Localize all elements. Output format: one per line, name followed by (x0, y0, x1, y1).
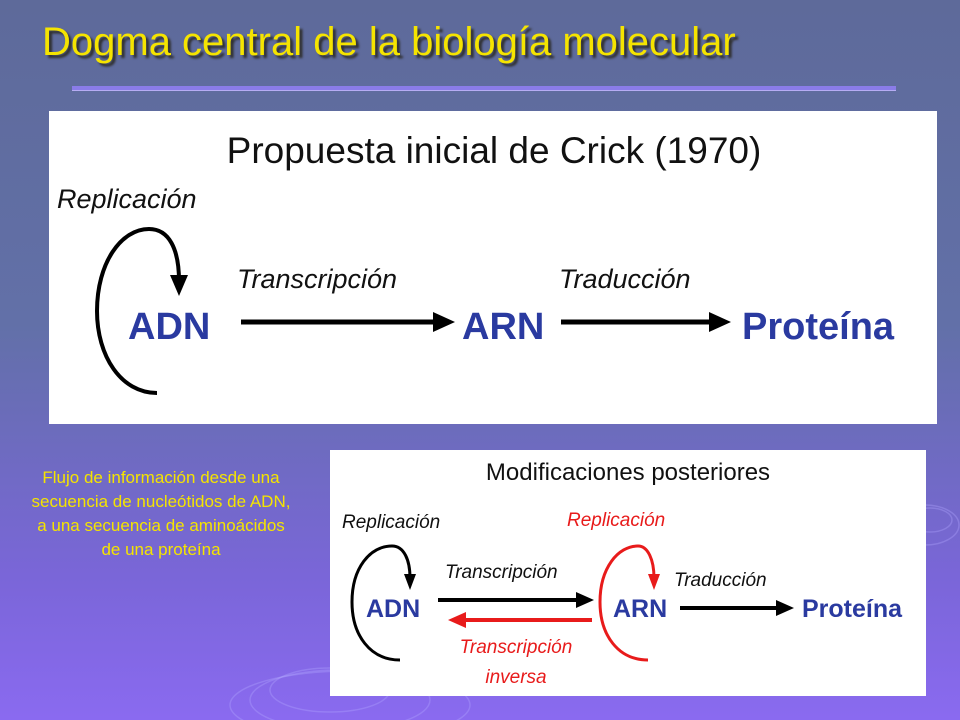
transcription-arrowhead (576, 592, 594, 608)
replication-label: Replicación (57, 184, 197, 214)
translation-arrowhead (776, 600, 794, 616)
rna-replication-loop (598, 544, 656, 662)
transcription-label: Transcripción (445, 562, 558, 583)
title-divider (72, 86, 896, 91)
translation-label: Traducción (674, 570, 767, 591)
rna-label: ARN (462, 306, 544, 348)
rna-replication-label: Replicación (567, 510, 665, 531)
dna-label: ADN (366, 595, 420, 623)
protein-label: Proteína (742, 306, 895, 348)
protein-label: Proteína (802, 595, 903, 623)
transcription-label: Transcripción (237, 264, 397, 294)
later-modifications-diagram: Modificaciones posteriores Replicación R… (330, 450, 926, 696)
caption-text: Flujo de información desde una secuencia… (31, 468, 291, 559)
dna-replication-loop (350, 544, 412, 662)
rna-label: ARN (613, 595, 667, 623)
rna-replication-arrowhead (648, 574, 660, 590)
dna-replication-arrowhead (404, 574, 416, 590)
reverse-transcription-label: Transcripción (460, 637, 573, 658)
dna-label: ADN (128, 306, 210, 348)
translation-arrowhead (709, 312, 731, 332)
transcription-arrowhead (433, 312, 455, 332)
page-title: Dogma central de la biología molecular (42, 20, 736, 64)
crick-original-diagram: Propuesta inicial de Crick (1970) Replic… (49, 111, 937, 424)
dna-replication-label: Replicación (342, 512, 440, 533)
reverse-transcription-label-line2: inversa (485, 667, 546, 688)
replication-loop (94, 226, 181, 395)
reverse-transcription-arrowhead (448, 612, 466, 628)
translation-label: Traducción (559, 264, 691, 294)
diagram-heading: Propuesta inicial de Crick (1970) (227, 130, 762, 171)
replication-arrowhead (170, 275, 188, 296)
diagram-heading: Modificaciones posteriores (486, 459, 770, 486)
